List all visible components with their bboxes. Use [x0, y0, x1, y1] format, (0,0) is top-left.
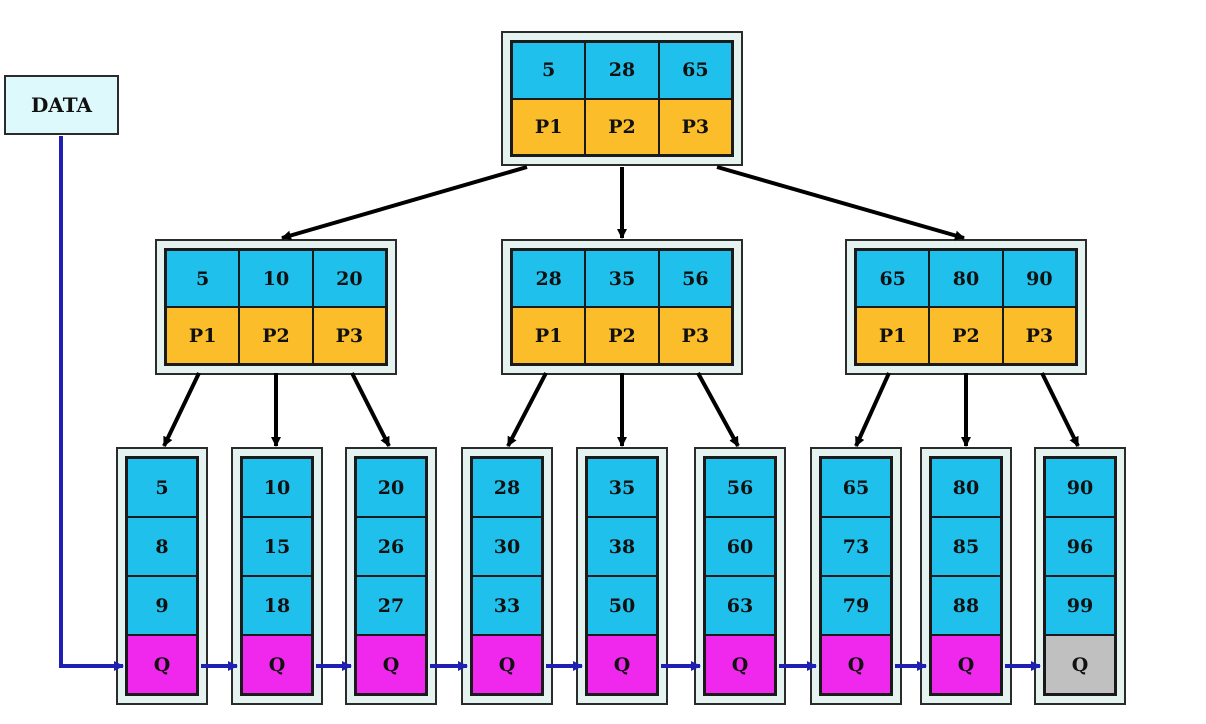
internal-pointer-cell: P3: [1002, 307, 1076, 364]
leaf-key-cell: 79: [821, 576, 891, 635]
leaf-node-6: 56 60 63 Q: [694, 447, 786, 705]
leaf-key-cell: 96: [1045, 517, 1115, 576]
leaf-node-3: 20 26 27 Q: [345, 447, 437, 705]
leaf-key-cell: 99: [1045, 576, 1115, 635]
tree-edge-internal-2-to-leaf-4: [506, 372, 548, 447]
leaf-link-cell: Q: [242, 635, 312, 694]
leaf-key-cell: 20: [356, 458, 426, 517]
internal-pointer-cell: P1: [512, 307, 586, 364]
leaf-key-cell: 38: [587, 517, 657, 576]
internal-pointer-cell: P3: [312, 307, 386, 364]
internal-key-cell: 10: [239, 250, 313, 307]
internal-pointer-cell: P1: [166, 307, 240, 364]
leaf-key-cell: 88: [931, 576, 1001, 635]
internal-pointer-cell: P2: [929, 307, 1003, 364]
root-key-cell: 65: [658, 42, 732, 99]
tree-edge-root-to-internal-3: [716, 165, 965, 241]
leaf-key-cell: 28: [472, 458, 542, 517]
leaf-link-cell: Q: [472, 635, 542, 694]
tree-edge-internal-1-to-leaf-3: [350, 372, 391, 447]
data-entry-box: DATA: [4, 75, 119, 135]
leaf-node-8: 80 85 88 Q: [920, 447, 1012, 705]
leaf-key-cell: 10: [242, 458, 312, 517]
leaf-key-cell: 35: [587, 458, 657, 517]
leaf-key-cell: 65: [821, 458, 891, 517]
internal-key-cell: 20: [312, 250, 386, 307]
leaf-node-2: 10 15 18 Q: [231, 447, 323, 705]
root-key-cell: 28: [585, 42, 659, 99]
internal-key-cell: 56: [658, 250, 732, 307]
internal-node-2: 28 35 56 P1 P2 P3: [501, 239, 743, 375]
leaf-key-cell: 50: [587, 576, 657, 635]
leaf-key-cell: 30: [472, 517, 542, 576]
leaf-node-9: 90 96 99 Q: [1034, 447, 1126, 705]
internal-pointer-cell: P3: [658, 307, 732, 364]
internal-node-1: 5 10 20 P1 P2 P3: [155, 239, 397, 375]
root-pointer-cell: P2: [585, 98, 659, 155]
leaf-link-cell: Q: [931, 635, 1001, 694]
tree-edge-internal-3-to-leaf-9: [1040, 372, 1080, 447]
root-pointer-cell: P3: [658, 98, 732, 155]
root-pointer-cell: P1: [512, 98, 586, 155]
internal-pointer-cell: P2: [585, 307, 659, 364]
internal-key-cell: 80: [929, 250, 1003, 307]
leaf-key-cell: 56: [705, 458, 775, 517]
leaf-key-cell: 5: [127, 458, 197, 517]
tree-edge-internal-1-to-leaf-1: [162, 372, 201, 447]
leaf-key-cell: 8: [127, 517, 197, 576]
leaf-key-cell: 80: [931, 458, 1001, 517]
tree-edge-internal-3-to-leaf-7: [854, 372, 891, 447]
root-node: 5 28 65 P1 P2 P3: [501, 31, 743, 166]
tree-edge-internal-2-to-leaf-6: [696, 372, 740, 447]
leaf-link-cell-last: Q: [1045, 635, 1115, 694]
leaf-key-cell: 60: [705, 517, 775, 576]
internal-key-cell: 35: [585, 250, 659, 307]
leaf-key-cell: 15: [242, 517, 312, 576]
leaf-node-1: 5 8 9 Q: [116, 447, 208, 705]
leaf-key-cell: 63: [705, 576, 775, 635]
tree-edge-root-to-internal-1: [281, 165, 528, 241]
leaf-key-cell: 85: [931, 517, 1001, 576]
leaf-key-cell: 9: [127, 576, 197, 635]
leaf-link-cell: Q: [587, 635, 657, 694]
leaf-key-cell: 26: [356, 517, 426, 576]
leaf-link-cell: Q: [705, 635, 775, 694]
leaf-key-cell: 33: [472, 576, 542, 635]
leaf-node-4: 28 30 33 Q: [461, 447, 553, 705]
leaf-node-7: 65 73 79 Q: [810, 447, 902, 705]
leaf-key-cell: 73: [821, 517, 891, 576]
leaf-link-cell: Q: [356, 635, 426, 694]
leaf-key-cell: 27: [356, 576, 426, 635]
internal-key-cell: 65: [856, 250, 930, 307]
leaf-link-cell: Q: [821, 635, 891, 694]
internal-node-3: 65 80 90 P1 P2 P3: [845, 239, 1087, 375]
internal-key-cell: 90: [1002, 250, 1076, 307]
internal-key-cell: 28: [512, 250, 586, 307]
root-key-cell: 5: [512, 42, 586, 99]
internal-key-cell: 5: [166, 250, 240, 307]
data-link-arrow: [59, 136, 124, 671]
internal-pointer-cell: P2: [239, 307, 313, 364]
leaf-link-cell: Q: [127, 635, 197, 694]
leaf-key-cell: 18: [242, 576, 312, 635]
internal-pointer-cell: P1: [856, 307, 930, 364]
leaf-node-5: 35 38 50 Q: [576, 447, 668, 705]
leaf-key-cell: 90: [1045, 458, 1115, 517]
